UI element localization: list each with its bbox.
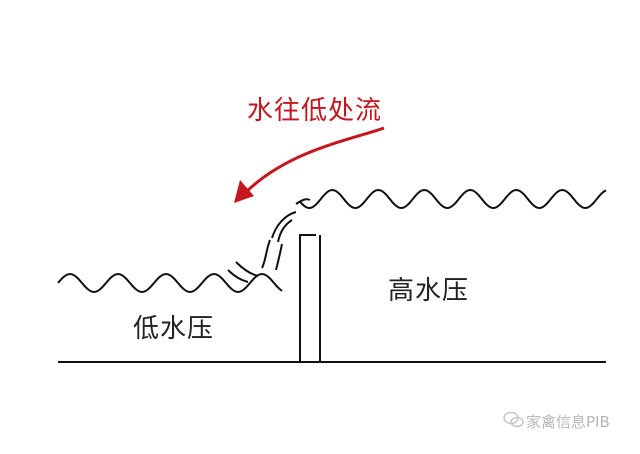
arrow-head-icon [234, 180, 254, 203]
dam-wall [299, 234, 321, 362]
diagram-title: 水往低处流 [247, 96, 383, 126]
overflow-stream [227, 198, 311, 283]
high-water-surface [299, 188, 607, 210]
low-water-surface [57, 272, 283, 294]
low-pressure-label: 低水压 [133, 314, 215, 344]
wechat-icon [503, 411, 524, 428]
high-pressure-label: 高水压 [388, 276, 470, 306]
watermark: 家禽信息PIB [526, 413, 610, 431]
flow-arrow [244, 126, 385, 194]
